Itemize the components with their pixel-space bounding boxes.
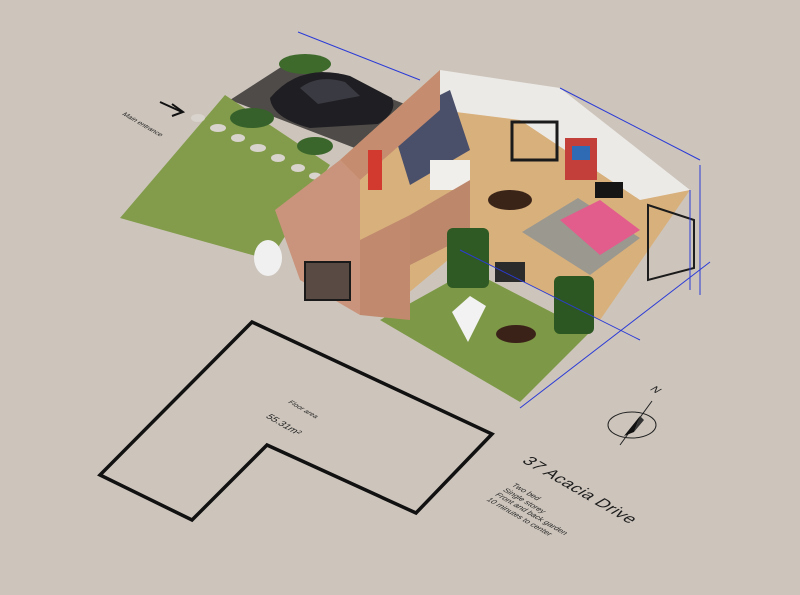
compass-icon [607,400,657,446]
front-window [304,261,351,301]
front-lawn [120,95,330,260]
red-door [368,150,382,190]
back-wall [440,70,690,200]
arrow-right-icon [159,101,186,117]
rug [560,200,640,255]
brick-wall [360,215,410,320]
back-hedge [554,276,594,334]
hedge [279,54,331,74]
hedge [297,137,333,155]
sun-lounger [452,296,486,342]
hedge [254,240,282,276]
stepping-stones [191,114,321,180]
car-icon [270,72,394,128]
dining-table [488,190,532,210]
glass-doors [647,203,695,282]
window [510,120,559,162]
hedge [230,108,274,128]
floor-area-outline [97,319,495,523]
brick-wall [340,70,440,180]
dimension-lines [297,31,711,409]
back-hedge [447,228,489,288]
bbq [495,262,525,282]
patio-table [496,325,536,343]
back-lawn [380,270,590,402]
tv [595,182,623,198]
brick-wall [410,180,470,265]
